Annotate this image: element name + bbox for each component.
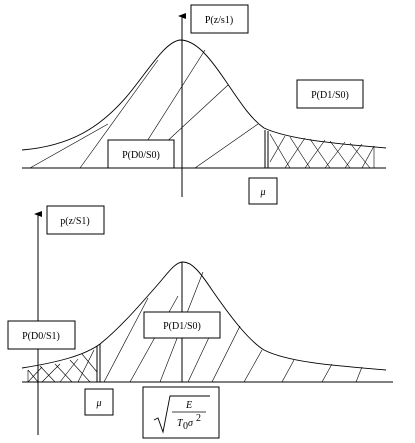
bottom-left-region-label-box: P(D0/S1) (7, 320, 76, 350)
formula-denominator-sub: 0 (183, 421, 188, 432)
bottom-left-region-crosshatch (27, 349, 98, 383)
formula-numerator: E (185, 400, 192, 411)
bottom-left-region-label: P(D0/S1) (22, 331, 60, 342)
bottom-y-axis-label: p(z/S1) (60, 216, 89, 227)
top-y-axis-label: P(z/s1) (205, 15, 233, 26)
top-left-region-label: P(D0/S0) (122, 150, 160, 161)
top-right-region-crosshatch (269, 133, 375, 169)
top-right-region-label-box: P(D1/S0) (296, 79, 364, 109)
bottom-right-region-label-box: P(D1/S0) (143, 311, 221, 339)
formula-denominator-exp: 2 (196, 413, 201, 424)
top-y-axis-label-box: P(z/s1) (190, 4, 249, 34)
bottom-y-axis-label-box: p(z/S1) (46, 205, 105, 235)
bottom-right-region-label: P(D1/S0) (163, 321, 201, 332)
top-threshold-label-box: μ (248, 177, 278, 205)
bottom-panel: p(z/S1) P(D0/S1) P(D1/S0) μ E T 0 σ 2 (7, 205, 393, 439)
top-left-region-label-box: P(D0/S0) (107, 139, 175, 169)
top-left-region-hatching (29, 49, 259, 169)
top-density-curve (21, 39, 387, 151)
sqrt-symbol (153, 395, 210, 434)
top-right-region-label: P(D1/S0) (311, 90, 349, 101)
top-threshold-label: μ (259, 187, 265, 198)
bottom-formula-box: E T 0 σ 2 (142, 386, 220, 439)
bottom-right-region-hatching (103, 271, 363, 383)
formula-denominator-base: T (177, 418, 184, 429)
top-panel: P(z/s1) P(D0/S0) P(D1/S0) μ (21, 4, 387, 205)
formula-denominator-var: σ (188, 418, 194, 429)
bottom-threshold-label-box: μ (84, 388, 114, 416)
bottom-threshold-label: μ (95, 398, 101, 409)
